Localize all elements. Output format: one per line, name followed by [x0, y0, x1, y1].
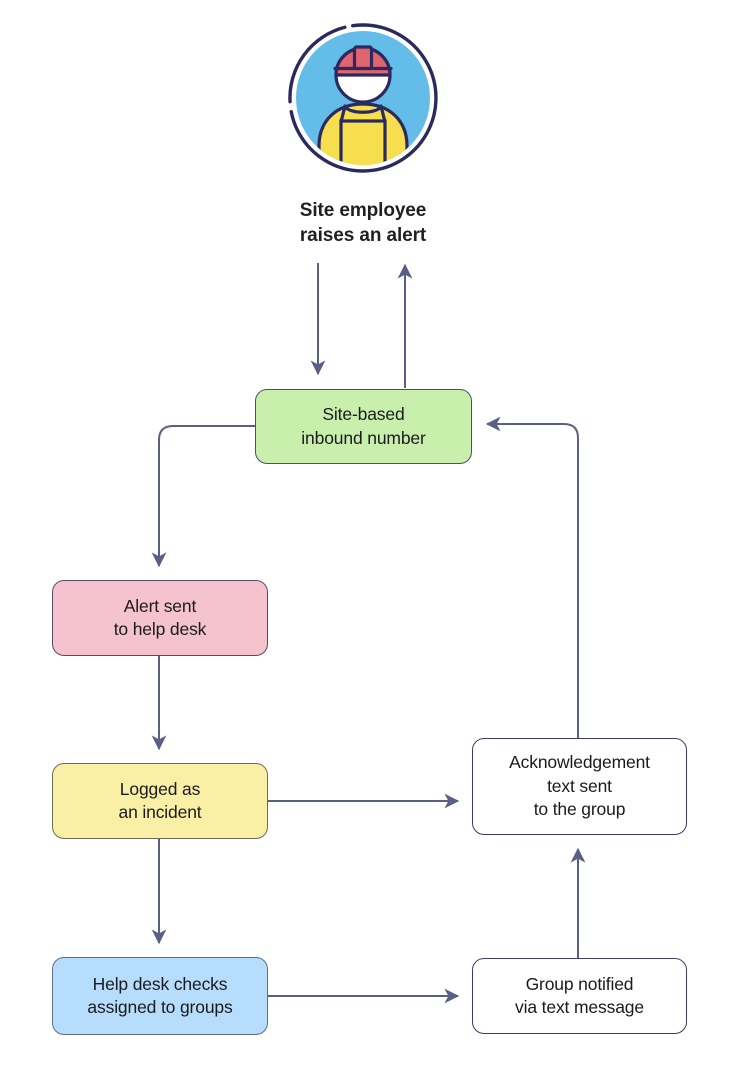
node-line-2: via text message	[515, 997, 644, 1017]
node-line-2: assigned to groups	[87, 997, 233, 1017]
node-line-2: an incident	[118, 802, 202, 822]
node-line-3: to the group	[533, 799, 626, 820]
caption-line-1: Site employee	[299, 200, 427, 221]
node-line-1: Site-based	[322, 404, 405, 425]
page-title: Site employee raises an alert	[183, 198, 543, 248]
connector-acknowledgement-to-inbound	[485, 416, 579, 738]
node-line-2: inbound number	[301, 427, 426, 448]
site-employee-avatar-icon	[283, 18, 443, 178]
node-line-1: Acknowledgement	[509, 752, 650, 773]
node-site-based-inbound-number[interactable]: Site-based inbound number	[255, 389, 472, 464]
connector-inbound-to-alert-sent	[151, 425, 255, 568]
node-line-2: text sent	[547, 775, 612, 796]
node-line-1: Alert sent	[123, 595, 197, 616]
node-line-1: Group notified	[525, 973, 634, 994]
node-line-2: to help desk	[113, 619, 207, 639]
caption-line-2: raises an alert	[299, 225, 427, 247]
node-help-desk-checks-assigned-to-groups[interactable]: Help desk checks assigned to groups	[52, 957, 268, 1035]
node-line-1: Logged as	[119, 778, 201, 799]
node-logged-as-an-incident[interactable]: Logged as an incident	[52, 763, 268, 839]
node-alert-sent-to-help-desk[interactable]: Alert sent to help desk	[52, 580, 268, 656]
node-group-notified-via-text-message[interactable]: Group notified via text message	[472, 958, 687, 1034]
node-line-1: Help desk checks	[92, 973, 228, 994]
node-acknowledgement-text-sent-to-the-group[interactable]: Acknowledgement text sent to the group	[472, 738, 687, 835]
